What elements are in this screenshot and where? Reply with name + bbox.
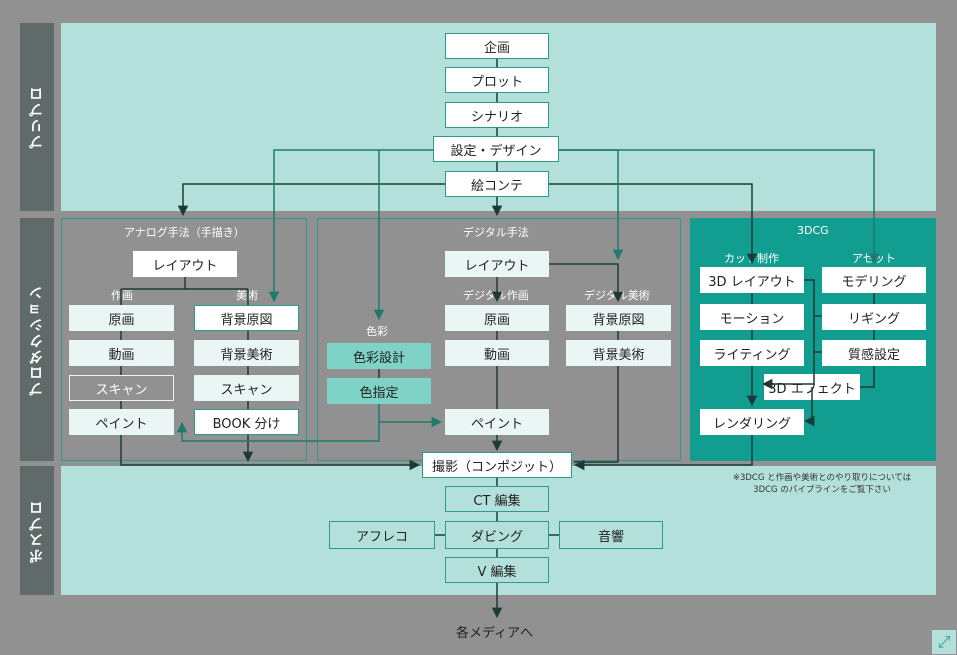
analog-haikei-genzu-box: 背景原図 [194, 305, 299, 331]
cg-asset-label: アセット [852, 252, 896, 265]
onkyo-box: 音響 [559, 521, 663, 549]
color-label: 色彩 [366, 325, 388, 338]
digital-layout-box: レイアウト [445, 251, 549, 277]
analog-genga-box: 原画 [69, 305, 174, 331]
digital-haikei-genzu-box: 背景原図 [566, 305, 671, 331]
scenario-box: シナリオ [445, 102, 549, 128]
dubbing-box: ダビング [445, 521, 549, 549]
analog-scan-box: スキャン [69, 375, 174, 401]
afureko-box: アフレコ [329, 521, 435, 549]
ekonte-box: 絵コンテ [445, 171, 549, 197]
phase-label-post: ポスプロ [20, 466, 54, 595]
plot-box: プロット [445, 67, 549, 93]
digital-title: デジタル手法 [463, 226, 529, 239]
cg-rigging-box: リギング [822, 304, 926, 330]
digital-haikei-bijutsu-box: 背景美術 [566, 340, 671, 366]
digital-paint-box: ペイント [445, 409, 549, 435]
cg-motion-box: モーション [700, 304, 804, 330]
digital-sakuga-label: デジタル作画 [463, 289, 529, 302]
settei-design-box: 設定・デザイン [433, 136, 559, 162]
media-label: 各メディアへ [456, 626, 534, 641]
analog-book-box: BOOK 分け [194, 409, 299, 435]
analog-sakuga-label: 作画 [111, 289, 133, 302]
phase-label-production: プロダクション [20, 218, 54, 461]
phase-label-pre: プリプロ [20, 23, 54, 211]
digital-bijutsu-label: デジタル美術 [584, 289, 650, 302]
cg-modeling-box: モデリング [822, 267, 926, 293]
color-shitei-box: 色指定 [327, 378, 431, 404]
satsuei-box: 撮影（コンポジット） [422, 452, 572, 478]
analog-title: アナログ手法（手描き） [124, 226, 245, 239]
cg-shitsukan-box: 質感設定 [822, 340, 926, 366]
analog-bijutsu-label: 美術 [236, 289, 258, 302]
digital-douga-box: 動画 [445, 340, 549, 366]
kikaku-box: 企画 [445, 33, 549, 59]
v-edit-box: V 編集 [445, 557, 549, 583]
analog-scan2-box: スキャン [194, 375, 299, 401]
analog-paint-box: ペイント [69, 409, 174, 435]
cg-effect-box: 3D エフェクト [764, 374, 860, 400]
cg-note: ※3DCG と作画や美術とのやり取りについては 3DCG のパイプラインをご覧下… [732, 473, 912, 495]
analog-layout-box: レイアウト [133, 251, 237, 277]
cg-rendering-box: レンダリング [700, 409, 804, 435]
cg-cut-label: カット制作 [724, 252, 779, 265]
ct-edit-box: CT 編集 [445, 486, 549, 512]
analog-haikei-bijutsu-box: 背景美術 [194, 340, 299, 366]
color-sekkei-box: 色彩設計 [327, 343, 431, 369]
cg-lighting-box: ライティング [700, 340, 804, 366]
analog-douga-box: 動画 [69, 340, 174, 366]
expand-icon[interactable]: ⤢ [932, 630, 956, 654]
cg-layout-box: 3D レイアウト [700, 267, 804, 293]
digital-genga-box: 原画 [445, 305, 549, 331]
cg-title: 3DCG [797, 224, 829, 237]
